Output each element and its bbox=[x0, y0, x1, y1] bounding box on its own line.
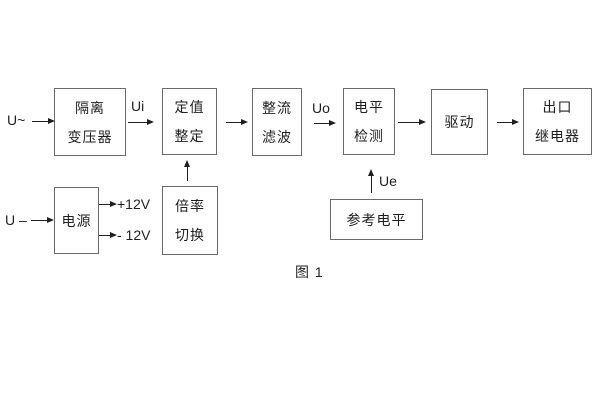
arrow-power-to-minus12v bbox=[99, 231, 117, 238]
arrow-reference-to-detection bbox=[367, 169, 374, 193]
block-label-line: 电平 bbox=[354, 99, 384, 115]
block-label-line: 切换 bbox=[175, 227, 205, 243]
block-value-setting: 定值 整定 bbox=[162, 88, 217, 155]
arrow-detection-to-drive bbox=[398, 118, 426, 125]
block-ratio-switch: 倍率 切换 bbox=[162, 186, 218, 255]
block-label-line: 电源 bbox=[61, 212, 92, 229]
arrow-ratio-to-setting bbox=[183, 160, 190, 181]
label-input-ac: U~ bbox=[7, 112, 26, 128]
label-plus-12v: +12V bbox=[117, 196, 151, 212]
block-label-line: 滤波 bbox=[262, 128, 292, 145]
block-drive: 驱动 bbox=[431, 89, 488, 155]
block-level-detection: 电平 检测 bbox=[343, 88, 395, 155]
block-power-supply: 电源 bbox=[54, 187, 99, 254]
block-isolation-transformer: 隔离 变压器 bbox=[54, 88, 126, 156]
block-label-line: 出口 bbox=[542, 99, 573, 115]
block-label-line: 定值 bbox=[174, 99, 205, 115]
block-label-line: 隔离 bbox=[75, 99, 105, 116]
block-reference-level: 参考电平 bbox=[330, 199, 423, 240]
block-label-line: 倍率 bbox=[175, 198, 205, 214]
label-signal-uo: Uo bbox=[312, 100, 330, 116]
arrow-input-ac-to-transformer bbox=[32, 117, 55, 124]
label-minus-12v: - 12V bbox=[117, 227, 151, 243]
arrow-drive-to-relay bbox=[497, 118, 519, 125]
arrow-power-to-plus12v bbox=[99, 200, 117, 207]
label-input-dc: U – bbox=[5, 212, 27, 228]
block-rectifier-filter: 整流 滤波 bbox=[252, 88, 302, 156]
block-label-line: 变压器 bbox=[67, 128, 113, 145]
block-label-line: 驱动 bbox=[444, 114, 475, 130]
label-signal-ue: Ue bbox=[379, 173, 397, 189]
block-label-line: 继电器 bbox=[535, 128, 580, 144]
block-label-line: 参考电平 bbox=[346, 211, 407, 228]
block-output-relay: 出口 继电器 bbox=[523, 88, 592, 155]
arrow-transformer-to-setting bbox=[128, 118, 154, 125]
figure-caption: 图 1 bbox=[295, 264, 324, 280]
block-label-line: 整流 bbox=[262, 99, 292, 116]
block-label-line: 整定 bbox=[174, 128, 205, 144]
block-label-line: 检测 bbox=[354, 128, 384, 144]
arrow-setting-to-rectifier bbox=[226, 118, 248, 125]
label-signal-ui: Ui bbox=[131, 98, 145, 114]
arrow-rectifier-to-detection bbox=[314, 119, 336, 126]
arrow-input-dc-to-power bbox=[31, 216, 54, 223]
